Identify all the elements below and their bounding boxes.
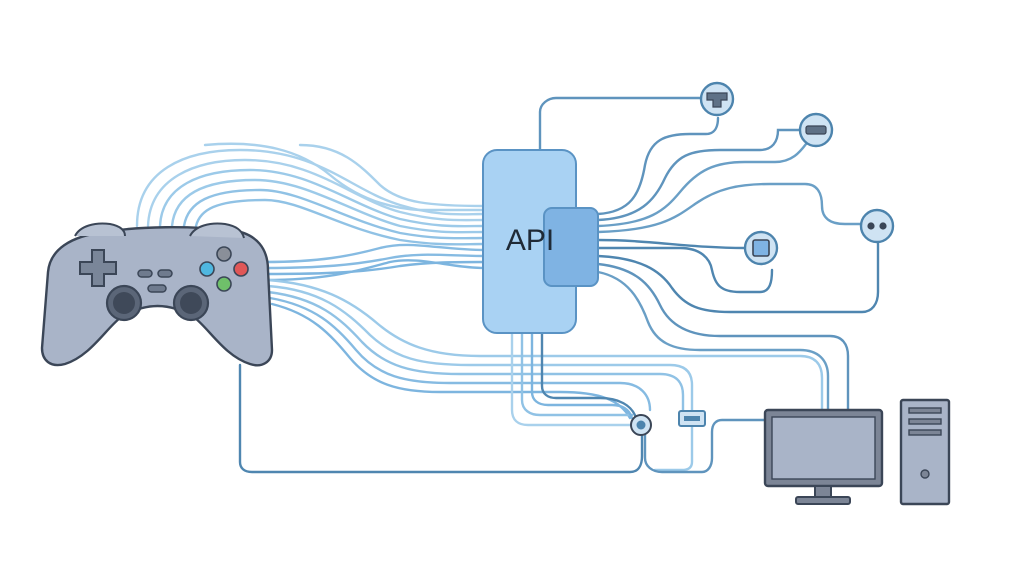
wire bbox=[596, 116, 720, 216]
wire bbox=[158, 168, 487, 228]
minus-icon bbox=[798, 112, 834, 148]
usb-port-icon bbox=[678, 410, 706, 427]
controller-shoulder-right bbox=[189, 222, 245, 239]
right-thumbstick-cap bbox=[180, 292, 202, 314]
mode-button bbox=[147, 284, 167, 293]
wire bbox=[170, 178, 487, 234]
controller-lower-wires bbox=[266, 278, 824, 472]
wire bbox=[530, 308, 634, 420]
face-button-top bbox=[216, 246, 232, 262]
wire bbox=[203, 142, 487, 212]
wire bbox=[268, 296, 652, 412]
face-button-right bbox=[233, 261, 249, 277]
controller-to-api-wires bbox=[135, 142, 487, 282]
wire bbox=[596, 270, 830, 412]
icon-glyph bbox=[684, 416, 700, 421]
wire bbox=[596, 128, 802, 222]
wire bbox=[266, 284, 694, 472]
tower-bay bbox=[908, 429, 942, 436]
wire bbox=[596, 246, 774, 294]
wire bbox=[538, 96, 702, 152]
wire-ground-loop bbox=[238, 363, 644, 474]
icon-glyph bbox=[706, 92, 728, 108]
controller-body bbox=[40, 226, 274, 367]
wire bbox=[510, 308, 634, 427]
icon-glyph bbox=[805, 125, 827, 135]
wire bbox=[596, 182, 862, 234]
icon-glyph bbox=[636, 420, 646, 430]
wire bbox=[266, 290, 685, 420]
api-bottom-wires bbox=[510, 308, 772, 474]
select-button bbox=[137, 269, 153, 278]
wire bbox=[298, 143, 487, 208]
start-button bbox=[157, 269, 173, 278]
wire bbox=[643, 418, 772, 474]
face-button-left bbox=[199, 261, 215, 277]
wire bbox=[182, 188, 487, 240]
icon-ring bbox=[859, 208, 895, 244]
face-button-bottom bbox=[216, 276, 232, 292]
left-thumbstick-cap bbox=[113, 292, 135, 314]
monitor-screen bbox=[771, 416, 876, 480]
wire bbox=[520, 308, 634, 417]
game-controller-icon bbox=[40, 222, 274, 367]
wire bbox=[263, 259, 487, 282]
api-hub-port bbox=[543, 207, 599, 287]
wire bbox=[146, 158, 487, 228]
wire bbox=[266, 278, 824, 412]
monitor-base bbox=[795, 496, 851, 505]
api-hub: API bbox=[482, 149, 599, 334]
controller-shoulder-left bbox=[74, 222, 126, 237]
icon-dot bbox=[879, 222, 887, 230]
tower-bay bbox=[908, 407, 942, 414]
round-plug-icon bbox=[630, 414, 652, 436]
wire bbox=[540, 310, 638, 420]
wire bbox=[263, 253, 487, 270]
power-button-icon bbox=[920, 469, 930, 479]
wire bbox=[596, 262, 850, 412]
dpad-icon bbox=[79, 249, 117, 287]
t-shaped-connector-icon bbox=[699, 81, 735, 117]
wire bbox=[596, 142, 808, 228]
icon-glyph bbox=[752, 239, 770, 257]
tower-case bbox=[899, 398, 951, 506]
wire bbox=[263, 243, 487, 264]
wire bbox=[194, 198, 487, 246]
wire bbox=[596, 238, 747, 250]
api-output-wires bbox=[538, 96, 880, 412]
monitor-icon bbox=[763, 408, 884, 505]
square-icon bbox=[743, 230, 779, 266]
api-label: API bbox=[506, 224, 554, 257]
icon-dot bbox=[867, 222, 875, 230]
two-dots-icon bbox=[859, 208, 895, 244]
tower-bay bbox=[908, 418, 942, 425]
wire bbox=[263, 260, 487, 276]
tower-computer-icon bbox=[899, 398, 951, 506]
wire bbox=[596, 240, 880, 314]
